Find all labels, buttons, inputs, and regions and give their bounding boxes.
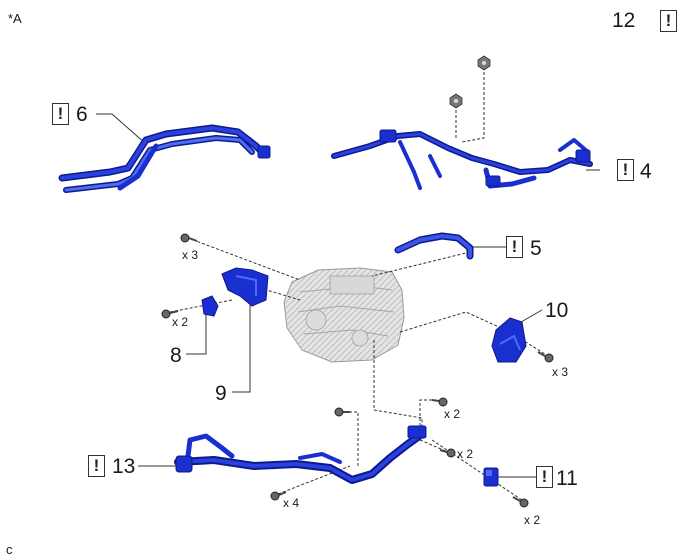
part-6-pipe-assembly: [58, 124, 271, 193]
quantity-label: x 2: [457, 447, 474, 461]
callout-6-number: 6: [76, 103, 88, 126]
callout-12-number: 12: [612, 9, 636, 32]
bolt-icon: [334, 407, 350, 417]
callout-13-number: 13: [112, 455, 136, 478]
quantity-label: x 3: [182, 248, 199, 262]
callout-8-number: 8: [170, 344, 182, 367]
callout-5-number: 5: [530, 237, 542, 260]
bolt-icon: [512, 496, 529, 508]
part-5-hose: [394, 232, 474, 260]
caution-icon: !: [52, 103, 69, 125]
bolt-icon: [431, 397, 448, 407]
bolt-icon: [180, 233, 198, 243]
callout-4-number: 4: [640, 160, 652, 183]
caution-icon: !: [88, 455, 105, 477]
quantity-label: x 2: [444, 407, 461, 421]
quantity-label: x 4: [283, 496, 300, 510]
quantity-label: x 3: [552, 365, 569, 379]
callout-10-number: 10: [545, 299, 569, 322]
caution-icon: !: [617, 159, 634, 181]
nut-icon: [449, 93, 463, 109]
bolt-icon: [270, 491, 287, 501]
part-4-wire-harness: [331, 129, 593, 190]
caution-icon: !: [536, 466, 553, 488]
part-8-bracket: [201, 295, 219, 317]
callout-11-number: 11: [556, 467, 578, 490]
nut-icon: [477, 55, 491, 71]
transaxle-assembly: [283, 267, 405, 363]
part-9-bracket: [221, 267, 269, 307]
part-10-cover: [491, 317, 527, 363]
bolt-icon: [161, 309, 179, 319]
figure-corner-label: *A: [8, 11, 22, 26]
quantity-label: x 2: [524, 513, 541, 527]
bolt-icon: [439, 448, 456, 458]
part-11-connector: [483, 467, 499, 487]
part-13-wire-harness: [174, 425, 427, 484]
bolt-icon: [537, 351, 554, 363]
quantity-label: x 2: [172, 315, 189, 329]
caution-icon: !: [660, 10, 677, 32]
leader-lines: [96, 113, 600, 478]
caution-icon: !: [506, 236, 523, 258]
figure-footer-label: c: [6, 542, 13, 557]
callout-9-number: 9: [215, 382, 227, 405]
